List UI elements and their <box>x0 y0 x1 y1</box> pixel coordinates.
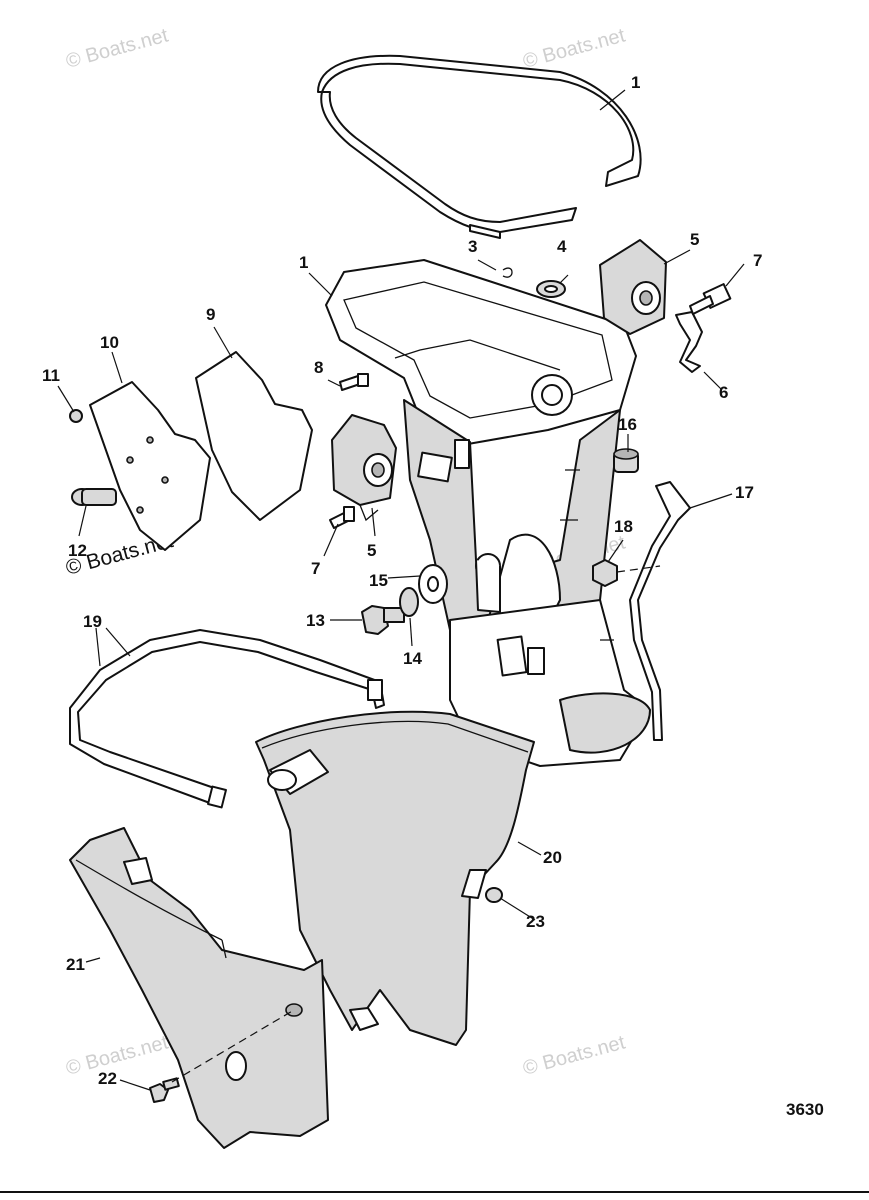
callout-14: 14 <box>403 649 422 668</box>
part-5-mount-upper <box>599 239 667 335</box>
diagram-number: 3630 <box>786 1100 824 1119</box>
part-16-plug <box>613 448 639 473</box>
part-15-washer <box>418 564 448 604</box>
callouts: 1 3 4 5 7 1 9 10 8 11 6 16 17 18 12 5 7 … <box>42 73 824 1119</box>
watermark-top-right: © Boats.net <box>521 24 628 72</box>
part-8-bolt <box>339 373 369 391</box>
callout-7-top: 7 <box>753 251 762 270</box>
callout-3: 3 <box>468 237 477 256</box>
part-18-nut <box>592 559 618 587</box>
alignment-line-22 <box>171 1009 295 1083</box>
callout-2: 1 <box>631 73 640 92</box>
callout-13: 13 <box>306 611 325 630</box>
part-21-cowl <box>69 827 329 1149</box>
part-19-seal <box>69 629 385 809</box>
part-17-tube <box>629 481 691 741</box>
part-5-mount-lower <box>331 414 397 522</box>
watermark-top-left: © Boats.net <box>64 24 171 72</box>
callout-18: 18 <box>614 517 633 536</box>
part-12-fitting <box>71 488 117 506</box>
part-1-driveshaft-housing <box>325 259 651 767</box>
callout-9: 9 <box>206 305 215 324</box>
part-6-retainer <box>675 311 703 373</box>
callout-1: 1 <box>299 253 308 272</box>
callout-21: 21 <box>66 955 85 974</box>
part-2-seal <box>317 54 642 239</box>
callout-5-top: 5 <box>690 230 699 249</box>
part-10-plate <box>89 381 211 551</box>
callout-5-bottom: 5 <box>367 541 376 560</box>
watermark-bottom-left: © Boats.net <box>64 1031 171 1079</box>
part-11-screw <box>69 409 83 423</box>
part-7-bolt-upper <box>689 283 732 315</box>
callout-20: 20 <box>543 848 562 867</box>
part-14-washer <box>399 587 419 617</box>
part-22-screw <box>149 1077 180 1103</box>
callout-23: 23 <box>526 912 545 931</box>
leader-lines <box>57 89 745 1091</box>
part-20-cowl <box>255 710 535 1046</box>
callout-6: 6 <box>719 383 728 402</box>
callout-15: 15 <box>369 571 388 590</box>
callout-7-bottom: 7 <box>311 559 320 578</box>
part-13-bolt <box>361 605 405 635</box>
callout-12: 12 <box>68 541 87 560</box>
part-3-clip <box>502 267 513 278</box>
callout-8: 8 <box>314 358 323 377</box>
callout-11: 11 <box>42 366 60 385</box>
callout-16: 16 <box>618 415 637 434</box>
alignment-line-18 <box>616 565 661 573</box>
watermark-bottom-right: © Boats.net <box>521 1031 628 1079</box>
part-4-grommet <box>536 280 566 298</box>
callout-10: 10 <box>100 333 119 352</box>
part-7-bolt-lower <box>329 506 355 529</box>
callout-22: 22 <box>98 1069 117 1088</box>
part-23-screw <box>485 887 503 903</box>
bottom-rule <box>0 1191 869 1193</box>
callout-4: 4 <box>557 237 567 256</box>
callout-19: 19 <box>83 612 102 631</box>
part-9-gasket <box>195 351 313 521</box>
callout-17: 17 <box>735 483 754 502</box>
